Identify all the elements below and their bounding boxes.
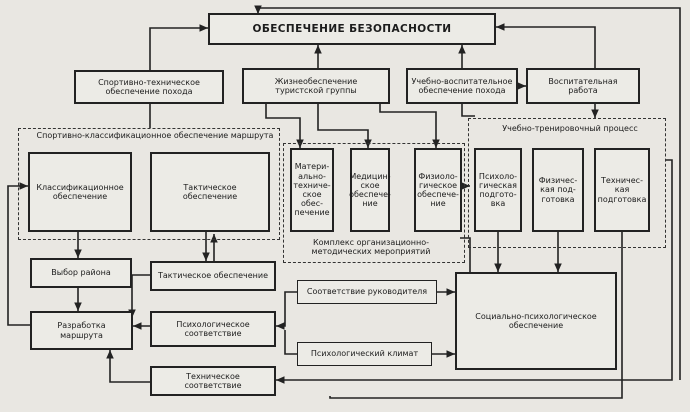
life-support: Жизнеобеспечение туристской группы	[242, 68, 390, 104]
physical-preparation: Физичес- кая под- готовка	[532, 148, 584, 232]
line-complex-to-social	[460, 237, 471, 272]
tech-compatibility: Техническое соответствие	[150, 366, 276, 396]
line-tact2-to-route	[128, 274, 150, 318]
safety-title: ОБЕСПЕЧЕНИЕ БЕЗОПАСНОСТИ	[208, 13, 496, 45]
line-sport-to-title	[149, 24, 208, 70]
line-tech-prep-down	[329, 232, 623, 399]
tactical-support-2: Тактическое обеспечение	[150, 261, 276, 291]
line-climate-to-psych	[284, 330, 297, 355]
line-tech-to-route	[106, 350, 150, 383]
sport-tech-support: Спортивно-техническое обеспечение похода	[74, 70, 224, 104]
region-choice: Выбор района	[30, 258, 132, 288]
technical-preparation: Техничес- кая подготовка	[594, 148, 650, 232]
line-leader-to-psych	[276, 291, 297, 330]
classification-zone	[18, 128, 280, 240]
complex-zone	[283, 143, 465, 263]
route-development: Разработка маршрута	[30, 311, 133, 350]
tactical-support: Тактическое обеспечение	[150, 152, 270, 232]
training-zone-label: Учебно-тренировочный процесс	[502, 124, 638, 133]
line-right-outer	[254, 5, 681, 380]
line-life-to-material	[265, 104, 304, 148]
classification-support: Классификационное обеспечение	[28, 152, 132, 232]
line-life-to-medical	[317, 104, 372, 148]
leader-compatibility: Соответствие руководителя	[297, 280, 437, 304]
psych-climate: Психологический климат	[297, 342, 432, 366]
material-support: Матери- ально- техниче- ское обес- печен…	[290, 148, 334, 232]
complex-zone-label: Комплекс организационно- методических ме…	[311, 238, 431, 257]
classification-zone-label: Спортивно-классификационное обеспечение …	[36, 131, 274, 140]
medical-support: Медицин- ское обеспече- ние	[349, 148, 391, 232]
line-training-out	[276, 159, 673, 384]
training-zone	[468, 118, 666, 248]
social-psych-support: Социально-психологическое обеспечение	[455, 272, 617, 370]
line-upbr-to-title	[496, 23, 596, 68]
line-edu-to-training	[461, 104, 475, 117]
edu-support: Учебно-воспитательное обеспечение похода	[406, 68, 518, 104]
psych-preparation: Психоло- гическая подгото- вка	[474, 148, 522, 232]
upbringing-work: Воспитательная работа	[526, 68, 640, 104]
psych-compatibility: Психологическое соответствие	[150, 311, 276, 347]
physio-support: Физиоло- гическое обеспече- ние	[414, 148, 462, 232]
line-life-to-physio	[379, 104, 440, 148]
